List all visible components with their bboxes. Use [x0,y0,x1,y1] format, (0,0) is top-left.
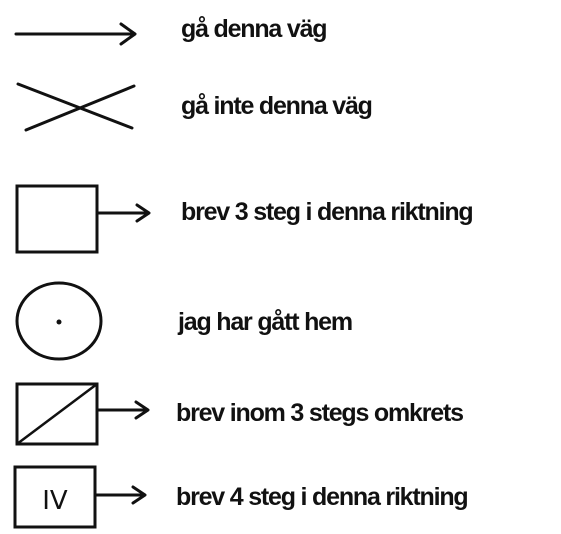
legend-label: gå inte denna väg [181,92,373,120]
legend-label: brev 4 steg i denna riktning [176,483,469,511]
cross-icon [0,66,170,136]
legend-label: gå denna väg [181,15,328,43]
circle-dot-icon [0,280,170,361]
legend-row-letter-3-steps: brev 3 steg i denna riktning [0,170,561,254]
legend-row-letter-within-3-steps: brev inom 3 stegs omkrets [0,376,561,446]
legend-label: brev inom 3 stegs omkrets [176,399,464,427]
legend-row-do-not-go: gå inte denna väg [0,66,561,136]
legend-row-letter-4-steps: IV brev 4 steg i denna riktning [0,460,561,530]
arrow-icon [0,0,170,70]
legend-label: brev 3 steg i denna riktning [181,198,474,226]
square-arrow-icon [0,170,170,254]
legend-row-go-this-way: gå denna väg [0,0,561,70]
legend-row-gone-home: jag har gått hem [0,280,561,361]
legend-label: jag har gått hem [178,308,353,336]
roman-square-arrow-icon: IV [0,460,170,530]
diagonal-square-arrow-icon [0,376,170,446]
roman-numeral-text: IV [42,486,68,516]
